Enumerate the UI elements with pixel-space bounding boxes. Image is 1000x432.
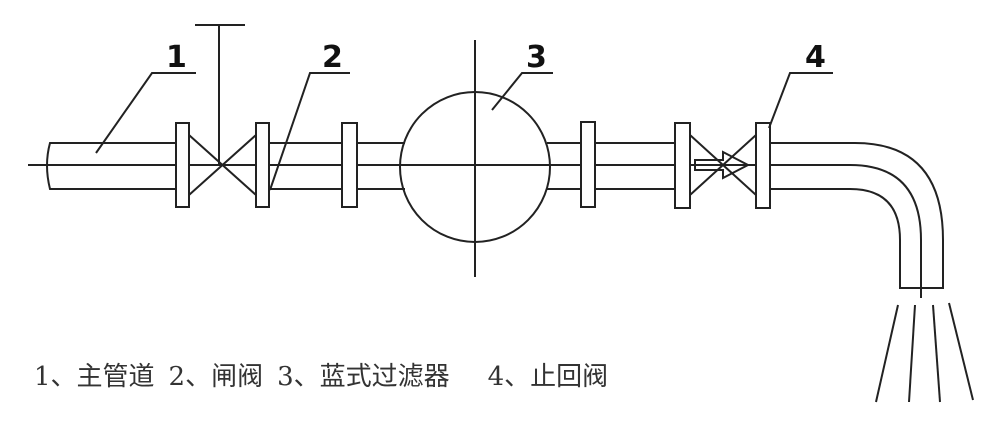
callout-2: 2 [269,40,350,191]
svg-text:4: 4 [805,40,826,75]
legend-item-check-valve: 4、止回阀 [487,362,609,392]
check-valve [674,122,771,209]
legend-item-basket-filter: 3、蓝式过滤器 [277,362,450,392]
water-spray [875,302,974,403]
legend-item-main-pipe: 1、主管道 [34,362,155,392]
basket-filter [399,40,551,277]
svg-text:1: 1 [166,40,187,75]
svg-text:3: 3 [526,40,547,75]
flange [341,122,358,208]
callout-3: 3 [491,40,553,111]
flange [580,121,596,208]
outlet-elbow [770,142,944,298]
gate-valve [175,24,270,208]
svg-text:2: 2 [322,40,343,75]
callout-1: 1 [95,40,196,154]
legend: 1、主管道 2、闸阀 3、蓝式过滤器 4、止回阀 [34,356,622,393]
legend-item-gate-valve: 2、闸阀 [168,362,264,392]
callout-4: 4 [768,40,833,129]
